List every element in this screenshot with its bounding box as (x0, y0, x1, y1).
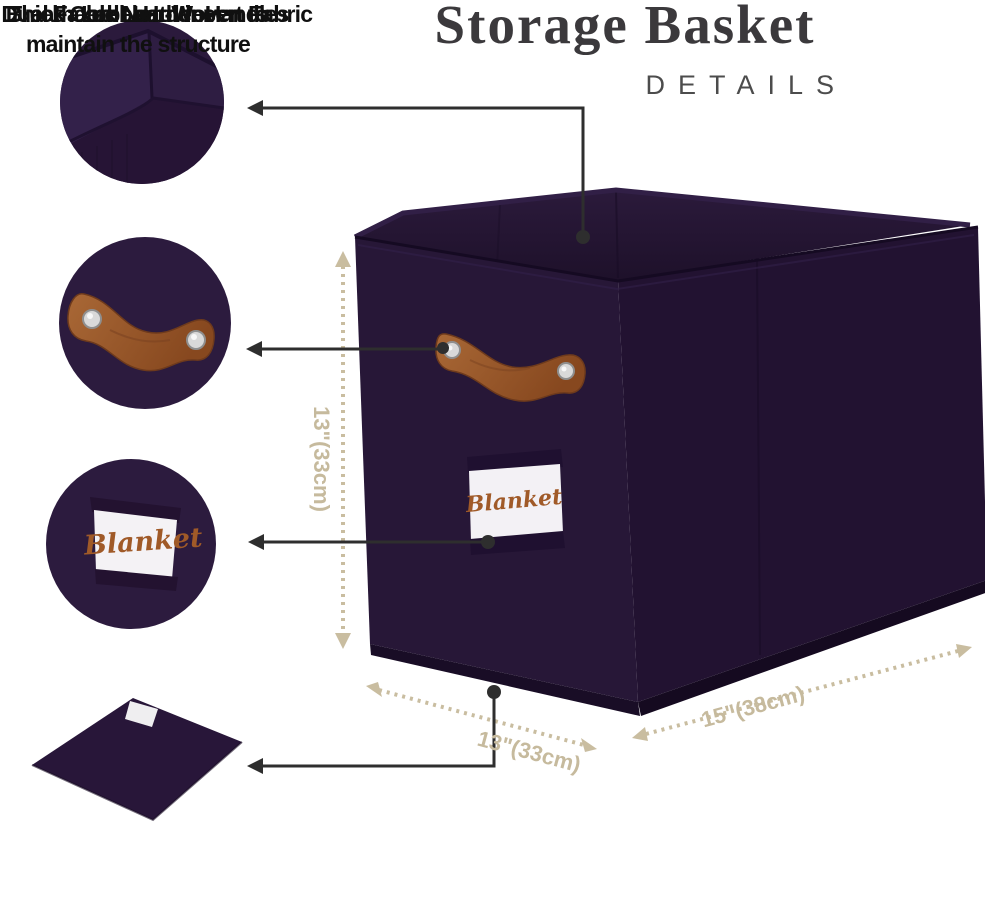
fabric-callout-line (260, 106, 585, 237)
callout-dot (487, 685, 501, 699)
label-detail-circle (46, 459, 216, 629)
arrow-left-icon (247, 758, 263, 774)
rivet (82, 309, 102, 329)
feature-label-label-holder: Label Holder (81, 1, 212, 27)
dimension-annotations (335, 251, 972, 752)
arrow-right-icon (581, 738, 597, 752)
label-card-detail (94, 510, 177, 579)
handle-detail-circle (59, 237, 231, 409)
basket-label-holder (467, 449, 565, 555)
arrow-left-icon (248, 534, 264, 550)
height-dimension-label: 13"(33cm) (309, 406, 334, 512)
handle-circle-bg (59, 237, 231, 409)
callout-arrows (246, 100, 590, 774)
basket-label-card (469, 464, 563, 541)
feature-label-cardboard: Thick Cardboard insert to maintain the s… (0, 0, 276, 60)
page-title: Storage Basket (434, 0, 816, 55)
arrow-left-icon (632, 727, 648, 741)
side-depth-dimension-line (645, 649, 959, 736)
basket-interior (355, 190, 970, 281)
fabric-detail-circle (60, 20, 224, 184)
feature-label-cardboard-line2: maintain the structure (26, 30, 251, 57)
arrow-down-icon (335, 633, 351, 649)
callout-dot (576, 230, 590, 244)
arrow-right-icon (956, 644, 972, 658)
callout-dot (437, 342, 449, 354)
arrow-left-icon (247, 100, 263, 116)
feature-label-fabric: Breathable Non-Woven Fabric (5, 1, 313, 27)
page-subtitle: DETAILS (645, 70, 847, 100)
front-width-dimension-line (378, 688, 585, 747)
arrow-left-icon (366, 682, 382, 697)
rivet (557, 362, 575, 380)
leather-handle-detail (67, 293, 215, 372)
feature-label-handles: Dual Faxux Leather Handles (1, 1, 289, 27)
cardboard-label (125, 701, 158, 727)
rivet (186, 330, 206, 350)
arrow-up-icon (335, 251, 351, 267)
feature-label-cardboard-line1: Thick Cardboard insert to (8, 1, 269, 27)
callout-dot (481, 535, 495, 549)
cardboard-callout-line (261, 692, 496, 768)
basket-illustration (353, 187, 985, 716)
arrow-left-icon (246, 341, 262, 357)
cardboard-insert-shape (31, 698, 243, 822)
basket-side-face (618, 227, 985, 702)
